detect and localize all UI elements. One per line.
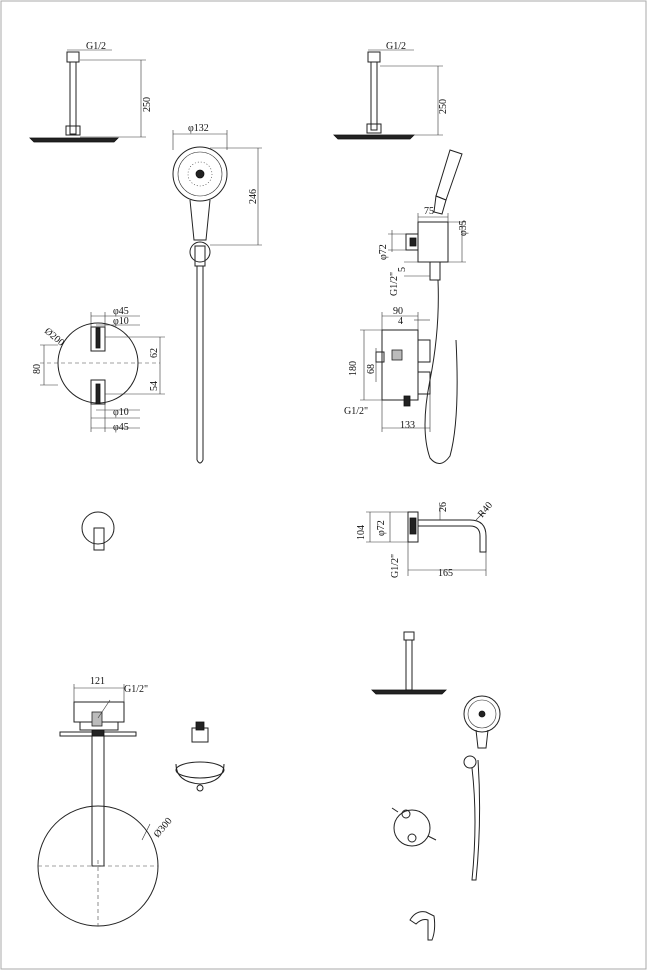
rain-box-thread-label: G1/2" [124, 684, 148, 695]
valve-top-stem-label: φ10 [113, 316, 129, 327]
spout-flange-label: φ72 [376, 520, 387, 536]
holder-thread-label: G1/2" [389, 272, 400, 296]
valve-offset-label: 4 [398, 316, 403, 327]
valve-front-view: Ø200 φ45 φ10 φ10 φ45 62 54 80 [32, 306, 165, 433]
valve-top-spacing-label: 62 [149, 348, 160, 358]
rain-head-view: 121 G1/2" Ø300 [37, 676, 175, 927]
rain-head-diameter-label: Ø300 [152, 816, 175, 840]
valve-side-view: 90 4 180 68 G1/2" 133 [344, 306, 431, 432]
holder-offset-label: 5 [397, 267, 408, 272]
valve-side-thread-label: G1/2" [344, 406, 368, 417]
valve-side-height-label: 180 [348, 361, 359, 376]
valve-bottom-spacing-label: 54 [149, 381, 160, 391]
wall-bracket-view [175, 721, 225, 792]
valve-top-knob-label: φ45 [113, 306, 129, 317]
complete-set-view [371, 631, 501, 941]
spout-view: 104 φ72 G1/2" 26 R40 165 [356, 500, 495, 579]
spout-height-label: 104 [356, 525, 367, 540]
ceiling-arm-left-thread-label: G1/2 [86, 41, 106, 52]
ceiling-arm-right-thread-label: G1/2 [386, 41, 406, 52]
hand-shower-length-label: 246 [248, 189, 259, 204]
hand-shower-view: φ132 246 [172, 123, 262, 464]
ceiling-arm-left-height-label: 250 [142, 97, 153, 112]
holder-outlet-view: 75 φ35 φ72 G1/2" 5 [378, 149, 469, 464]
spout-length-label: 165 [438, 568, 453, 579]
valve-icon-view [81, 511, 115, 551]
valve-side-width-label: 133 [400, 420, 415, 431]
hand-shower-diameter-label: φ132 [188, 123, 209, 134]
holder-flange-label: φ72 [378, 244, 389, 260]
ceiling-arm-right-height-label: 250 [438, 99, 449, 114]
spout-thread-label: G1/2" [390, 554, 401, 578]
spout-pipe-label: 26 [438, 502, 449, 512]
rain-box-width-label: 121 [90, 676, 105, 687]
ceiling-arm-left-view: G1/2 250 [29, 41, 153, 143]
valve-bottom-knob-label: φ45 [113, 422, 129, 433]
valve-depth-label: 90 [393, 306, 403, 317]
ceiling-arm-right-view: G1/2 250 [333, 41, 449, 140]
valve-side-inner-label: 68 [366, 364, 377, 374]
holder-width-label: 75 [424, 206, 434, 217]
holder-diameter-label: φ35 [458, 220, 469, 236]
valve-height-label: 80 [32, 364, 43, 374]
valve-bottom-stem-label: φ10 [113, 407, 129, 418]
